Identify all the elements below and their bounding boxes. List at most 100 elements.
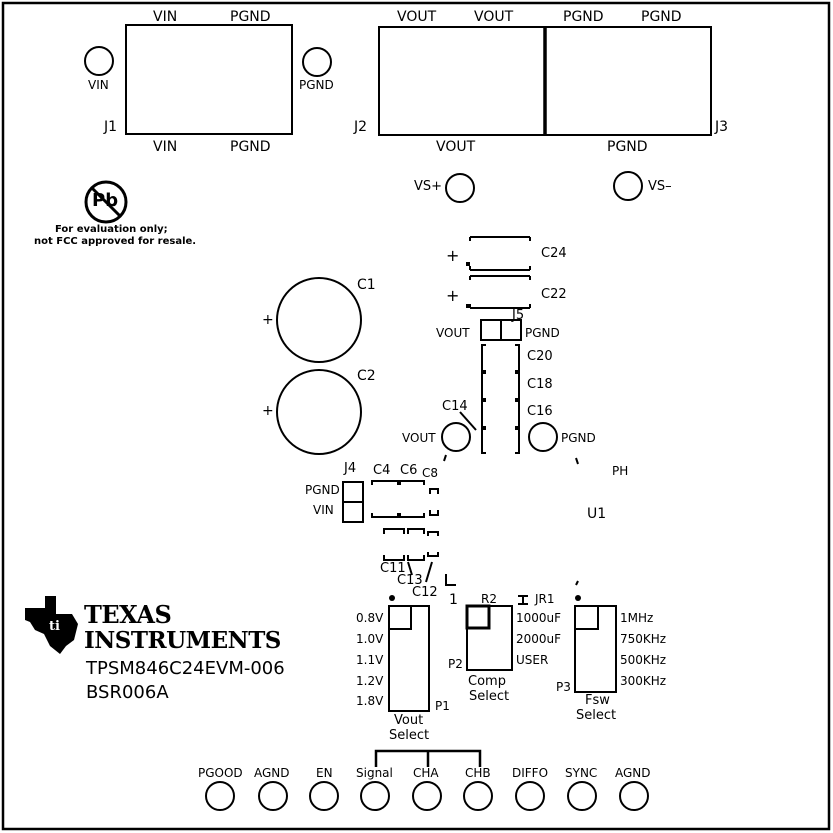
testpoint-vs-plus[interactable] (445, 173, 475, 203)
vout-select-title-2: Select (389, 728, 430, 743)
bottom-tp-label-pgood: PGOOD (198, 766, 243, 780)
testpoint-vout-mid-label: VOUT (402, 431, 436, 445)
c22-polarity: + (446, 286, 460, 305)
comp-option-3: USER (516, 653, 549, 667)
testpoint-pgnd-top-label: PGND (299, 78, 334, 92)
board-model: TPSM846C24EVM-006 (86, 658, 285, 679)
testpoint-vs-minus[interactable] (613, 171, 643, 201)
testpoint-signal[interactable] (360, 781, 390, 811)
u1-ph-label: PH (612, 464, 629, 478)
bottom-tp-label-signal: Signal (356, 766, 393, 780)
c4-outline (371, 480, 399, 518)
vout-select-title-1: Vout (394, 713, 424, 728)
comp-select-title-1: Comp (468, 674, 506, 689)
j1-label-bottom-left: VIN (153, 139, 178, 155)
j3-ref: J3 (715, 119, 729, 135)
vout-option-5: 1.8V (356, 694, 384, 708)
p1-jumper[interactable] (388, 605, 412, 630)
bottom-tp-label-sync: SYNC (565, 766, 598, 780)
testpoint-en[interactable] (309, 781, 339, 811)
testpoint-chb[interactable] (463, 781, 493, 811)
testpoint-sync[interactable] (567, 781, 597, 811)
c12-ref: C12 (412, 585, 438, 600)
j3-label-top-left: PGND (563, 9, 604, 25)
c16-outline (481, 400, 520, 428)
vout-option-2: 1.0V (356, 632, 384, 646)
p3-header[interactable] (574, 605, 617, 693)
testpoint-vout-mid[interactable] (441, 422, 471, 452)
c8-outline (429, 488, 439, 516)
bottom-tp-label-agnd-2: AGND (615, 766, 651, 780)
testpoint-agnd-1[interactable] (258, 781, 288, 811)
j4-pin2-label: VIN (313, 503, 334, 517)
c2-capacitor (276, 369, 362, 455)
j2-label-top-right: VOUT (474, 9, 514, 25)
j2-connector-outline (378, 26, 546, 136)
c1-ref: C1 (357, 277, 376, 293)
j1-ref: J1 (104, 119, 118, 135)
c24-pin-mark (466, 262, 470, 266)
p2-ref: P2 (448, 657, 463, 671)
c14-ref: C14 (442, 399, 468, 414)
c24-ref: C24 (541, 246, 567, 261)
bottom-tp-label-chb: CHB (465, 766, 491, 780)
c20-outline (481, 344, 520, 372)
testpoint-diffo[interactable] (515, 781, 545, 811)
notice-line-2: not FCC approved for resale. (34, 236, 197, 247)
testpoint-cha[interactable] (412, 781, 442, 811)
ti-brand-line-1: TEXAS (84, 600, 172, 629)
testpoint-agnd-2[interactable] (619, 781, 649, 811)
c12-outline (427, 531, 439, 557)
p3-jumper[interactable] (574, 605, 599, 630)
c4-ref: C4 (373, 463, 391, 478)
j1-label-bottom-right: PGND (230, 139, 271, 155)
ti-brand-line-2: INSTRUMENTS (84, 627, 281, 654)
pb-symbol-text: Pb (92, 190, 119, 211)
fsw-option-1: 1MHz (620, 611, 654, 625)
c24-polarity: + (446, 246, 460, 265)
c13-leader (407, 561, 413, 576)
fsw-select-title-2: Select (576, 708, 617, 723)
p1-ref: P1 (435, 699, 450, 713)
j3-label-bottom: PGND (607, 139, 648, 155)
fsw-option-4: 300KHz (620, 674, 667, 688)
p2-jumper[interactable] (465, 604, 491, 630)
testpoint-vin-label: VIN (88, 78, 109, 92)
comp-option-2: 2000uF (516, 632, 562, 646)
r2-ref: R2 (481, 592, 497, 606)
testpoint-pgnd-top[interactable] (302, 47, 332, 77)
c2-ref: C2 (357, 368, 376, 384)
bottom-tp-label-en: EN (316, 766, 333, 780)
vout-option-3: 1.1V (356, 653, 384, 667)
c11-ref: C11 (380, 561, 406, 576)
c22-outline (469, 275, 531, 309)
fsw-option-2: 750KHz (620, 632, 667, 646)
u1-pin1-label: 1 (449, 592, 458, 608)
p1-header[interactable] (388, 605, 430, 712)
bottom-tp-label-cha: CHA (413, 766, 439, 780)
j1-connector-outline (125, 24, 293, 135)
r2-jr1-marks (518, 595, 528, 605)
c22-pin-mark (466, 304, 470, 308)
j4-ref: J4 (344, 461, 357, 476)
c22-ref: C22 (541, 287, 567, 302)
c2-polarity: + (262, 403, 274, 419)
c1-polarity: + (262, 312, 274, 328)
comp-select-title-2: Select (469, 689, 510, 704)
testpoint-vs-minus-label: VS– (648, 179, 672, 194)
u1-corner-mark (575, 580, 579, 586)
pb-free-symbol (84, 180, 128, 224)
c18-outline (481, 372, 520, 400)
j5-ref: J5 (512, 308, 525, 323)
u1-pin1-corner (445, 574, 456, 586)
u1-ref: U1 (587, 506, 607, 522)
fsw-select-title-1: Fsw (585, 693, 610, 708)
c24-outline (469, 236, 531, 271)
testpoint-vin[interactable] (84, 46, 114, 76)
testpoint-pgnd-mid[interactable] (528, 422, 558, 452)
c13-ref: C13 (397, 573, 423, 588)
c12-leader (425, 561, 433, 583)
testpoint-pgood[interactable] (205, 781, 235, 811)
